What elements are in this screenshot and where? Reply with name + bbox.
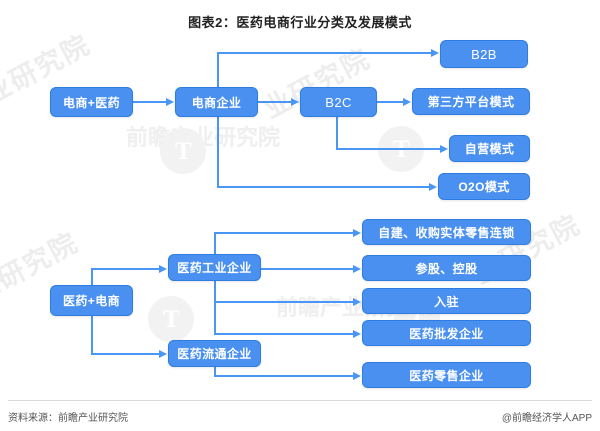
arrow-ecenterprise-to-b2b [431,48,439,57]
node-label: 自营模式 [464,142,515,156]
edge-pharmaec-to-distribution [91,353,160,355]
node-ecommerce-plus-pharma[interactable]: 电商+医药 [50,87,133,117]
edge-ecenterprise-riser-up [217,52,219,88]
node-label: 入驻 [434,294,459,309]
node-b2b[interactable]: B2B [440,40,528,68]
edge-industry-to-equity-holding [261,268,354,270]
node-label: 医药流通企业 [177,347,252,361]
node-label: O2O模式 [458,180,510,194]
node-label: 医药工业企业 [177,261,252,275]
watermark-brand-1: 前瞻产业研究院 [126,125,281,150]
arrow-pharmaec-to-industry [159,264,167,273]
node-label: 医药零售企业 [409,368,484,383]
arrow-pharmaec-to-distribution [159,349,167,358]
node-pharma-wholesale-enterprise[interactable]: 医药批发企业 [362,320,531,346]
edge-b2c-to-thirdparty [377,101,404,103]
node-label: 电商+医药 [62,95,120,110]
node-third-party-platform-mode[interactable]: 第三方平台模式 [412,88,530,115]
edge-distribution-to-retail [214,375,354,377]
node-label: 第三方平台模式 [427,95,515,109]
edge-b2c-to-selfoperated [336,148,441,150]
edge-industry-riser-down [214,280,216,334]
edge-pharmaec-to-industry [91,268,160,270]
node-pharma-retail-enterprise[interactable]: 医药零售企业 [362,362,531,388]
arrow-industry-to-build-acquire [353,228,361,237]
node-o2o-mode[interactable]: O2O模式 [438,173,530,200]
edge-ecpharma-to-ecenterprise [133,101,167,103]
edge-pharmaec-riser-down [91,300,93,354]
node-label: 参股、控股 [415,261,478,276]
edge-ecenterprise-riser-down [217,116,219,187]
chart-title: 图表2：医药电商行业分类及发展模式 [188,15,412,30]
node-settle-in[interactable]: 入驻 [362,288,531,314]
edge-ecenterprise-to-b2c [258,101,292,103]
node-self-operated-mode[interactable]: 自营模式 [449,135,530,162]
app-credit: @前瞻经济学人APP [501,413,592,424]
watermark-logo-1: T [160,128,206,174]
arrow-industry-to-settle-in [353,297,361,306]
node-label: 医药批发企业 [409,326,484,341]
node-pharma-plus-ecommerce[interactable]: 医药+电商 [50,285,133,316]
arrow-ecpharma-to-ecenterprise [166,97,174,106]
edge-ecenterprise-to-o2o [217,186,430,188]
arrow-distribution-to-retail [353,371,361,380]
node-pharma-industry-enterprise[interactable]: 医药工业企业 [168,254,261,281]
arrow-ecenterprise-to-o2o [429,182,437,191]
node-label: 自建、收购实体零售连锁 [378,225,515,240]
footer-divider [8,400,592,401]
arrow-industry-to-wholesale [353,329,361,338]
edge-b2c-drop [336,116,338,149]
source-note: 资料来源：前瞻产业研究院 [8,413,128,424]
node-label: B2C [325,94,352,110]
edge-distribution-riser [214,367,216,376]
node-b2c[interactable]: B2C [300,87,377,117]
edge-industry-to-settle-in [214,301,354,303]
arrow-industry-to-equity-holding [353,264,361,273]
edge-industry-to-build-acquire [214,232,354,234]
edge-ecenterprise-to-b2b [217,52,432,54]
node-pharma-distribution-enterprise[interactable]: 医药流通企业 [168,340,261,367]
arrow-b2c-to-selfoperated [440,144,448,153]
edge-pharmaec-riser-up [91,268,93,301]
node-label: B2B [471,46,497,62]
arrow-b2c-to-thirdparty [403,97,411,106]
node-label: 医药+电商 [62,294,120,308]
edge-industry-to-wholesale [214,333,354,335]
watermark-logo-2: T [148,296,194,342]
edge-industry-riser-up [214,232,216,269]
node-equity-holding[interactable]: 参股、控股 [362,255,531,281]
node-build-acquire-retail-chain[interactable]: 自建、收购实体零售连锁 [362,219,531,245]
node-ecommerce-enterprise[interactable]: 电商企业 [175,87,258,117]
node-label: 电商企业 [191,95,242,110]
arrow-ecenterprise-to-b2c [291,97,299,106]
